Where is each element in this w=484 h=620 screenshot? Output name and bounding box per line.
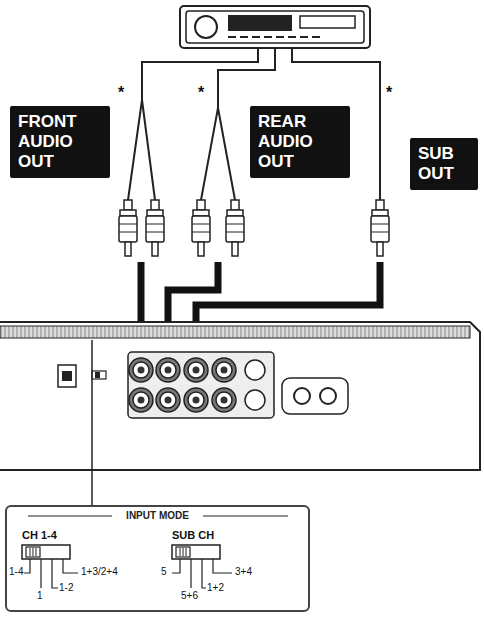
- switch-name: SUB CH: [172, 529, 214, 541]
- panel-title: INPUT MODE: [7, 510, 308, 521]
- mode-value: 1+2: [206, 582, 225, 593]
- callout-box: SUB OUT: [410, 138, 478, 190]
- asterisk: *: [198, 84, 204, 102]
- mode-value: 1: [36, 590, 44, 601]
- mode-value: 1-4: [8, 566, 24, 577]
- mode-value: 5+6: [180, 590, 199, 601]
- mode-value: 1-2: [58, 582, 74, 593]
- inset-panel: INPUT MODE: [5, 505, 310, 612]
- callout-box: FRONT AUDIO OUT: [10, 106, 110, 178]
- callout-text: REAR AUDIO OUT: [258, 112, 342, 172]
- asterisk: *: [386, 84, 392, 102]
- mode-value: 3+4: [234, 566, 253, 577]
- callout-text: SUB OUT: [418, 144, 470, 184]
- mode-value: 5: [160, 566, 168, 577]
- switch-name: CH 1-4: [22, 529, 57, 541]
- callout-text: FRONT AUDIO OUT: [18, 112, 102, 172]
- asterisk: *: [118, 84, 124, 102]
- mode-value: 1+3/2+4: [80, 566, 119, 577]
- callout-box: REAR AUDIO OUT: [250, 106, 350, 178]
